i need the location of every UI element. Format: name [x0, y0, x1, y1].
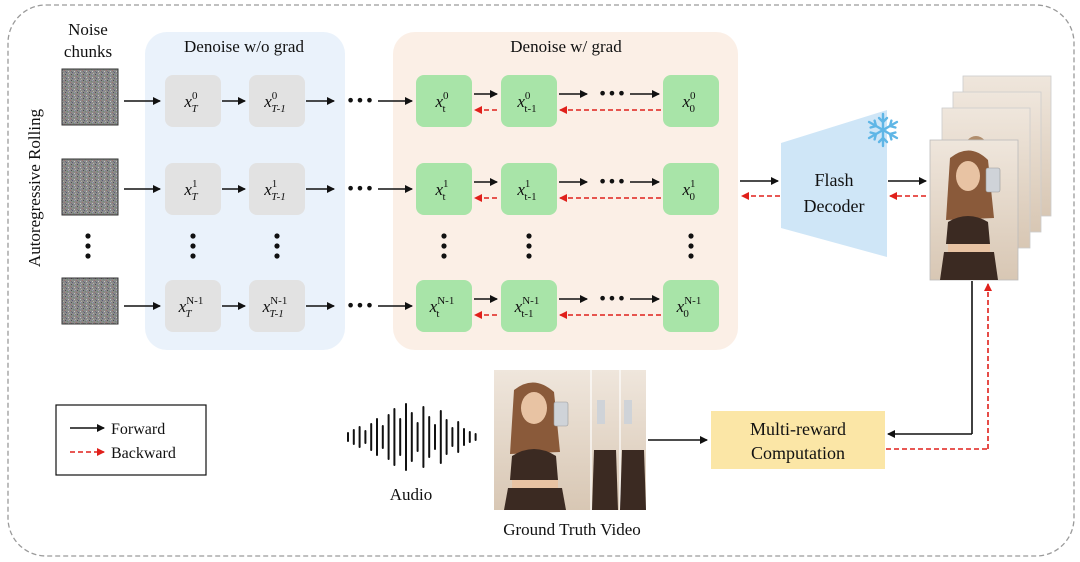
snowflake-icon: [867, 112, 899, 148]
horizontal-ellipsis-left-row-0: •••: [346, 91, 374, 110]
vertical-ellipsis-group: [85, 233, 694, 259]
node-row-2-col-4: [663, 280, 719, 332]
node-row-2-col-0: [165, 280, 221, 332]
audio-waveform-icon: [347, 403, 477, 471]
horizontal-ellipsis-left-row-1: •••: [346, 179, 374, 198]
ground-truth-label: Ground Truth Video: [503, 520, 641, 539]
node-row-1-col-1: [249, 163, 305, 215]
node-row-2-col-1: [249, 280, 305, 332]
horizontal-ellipsis-right-row-0: •••: [598, 84, 626, 103]
node-row-0-col-3: [501, 75, 557, 127]
node-row-0-col-2: [416, 75, 472, 127]
node-row-2-col-3: [501, 280, 557, 332]
noise-chunk-0: [61, 68, 119, 126]
multi-reward-label-line1: Multi-reward: [750, 419, 846, 439]
node-row-1-col-3: [501, 163, 557, 215]
flash-decoder-label-line2: Decoder: [804, 196, 865, 216]
flash-decoder-block: [781, 110, 887, 257]
noise-label-line2: chunks: [64, 42, 112, 61]
node-row-0-col-4: [663, 75, 719, 127]
multi-reward-computation-box: [711, 411, 885, 469]
node-row-1-col-4: [663, 163, 719, 215]
noise-chunk-n-1: [61, 277, 119, 325]
multi-reward-label-line2: Computation: [751, 443, 845, 463]
horizontal-ellipsis-right-row-2: •••: [598, 289, 626, 308]
denoise-grad-title: Denoise w/ grad: [510, 37, 622, 56]
noise-chunk-1: [61, 158, 119, 216]
noise-label-line1: Noise: [68, 20, 108, 39]
output-video-front-frame: [929, 139, 1019, 281]
autoregressive-rolling-label: Autoregressive Rolling: [25, 108, 44, 267]
legend-backward-label: Backward: [111, 445, 176, 462]
output-video-frames: [929, 75, 1052, 281]
audio-label: Audio: [390, 485, 433, 504]
horizontal-ellipsis-left-row-2: •••: [346, 296, 374, 315]
node-row-2-col-2: [416, 280, 472, 332]
flash-decoder-label-line1: Flash: [814, 170, 853, 190]
ground-truth-video-frames: [494, 370, 646, 510]
denoise-no-grad-title: Denoise w/o grad: [184, 37, 304, 56]
node-row-0-col-1: [249, 75, 305, 127]
horizontal-ellipsis-right-row-1: •••: [598, 172, 626, 191]
legend-box: [55, 404, 207, 476]
node-row-1-col-2: [416, 163, 472, 215]
legend-forward-label: Forward: [111, 421, 165, 438]
node-row-1-col-0: [165, 163, 221, 215]
node-row-0-col-0: [165, 75, 221, 127]
